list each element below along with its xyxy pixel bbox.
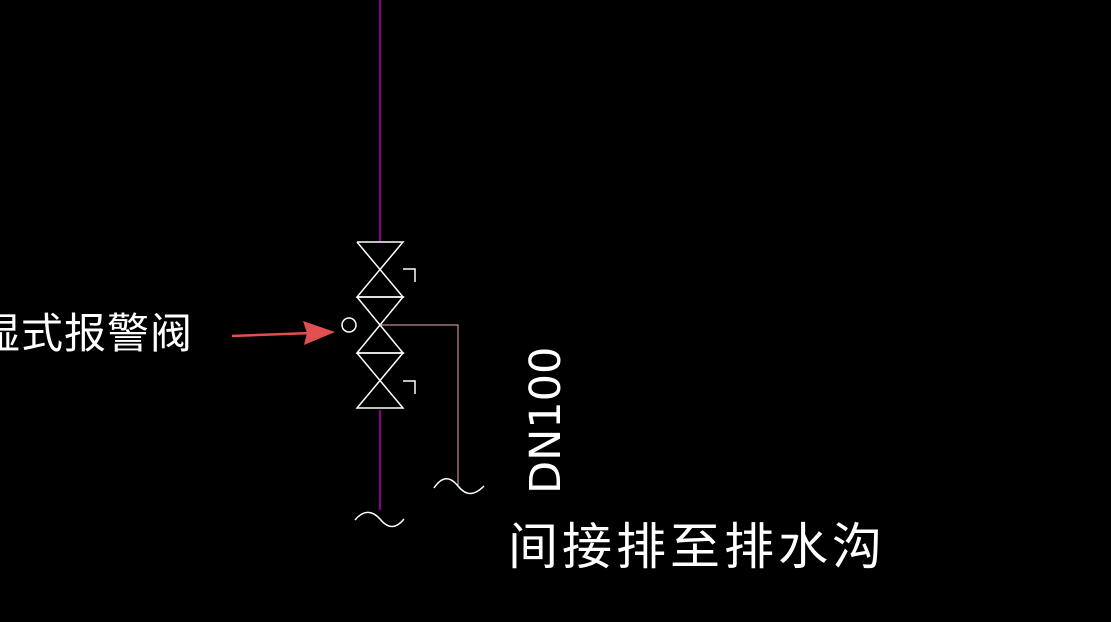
drain-note-label: 间接排至排水沟 [508, 518, 886, 576]
riser-break-wave-icon [354, 511, 405, 528]
drain-break-wave-icon [433, 478, 485, 495]
pipe-size-label: DN100 [521, 347, 571, 494]
upper-gate-valve-symbol [355, 241, 416, 298]
lower-gate-valve-symbol [355, 352, 416, 409]
pointer-arrow-icon [231, 321, 335, 345]
drain-branch-pipe [380, 324, 459, 485]
alarm-port-circle-icon [341, 317, 357, 333]
valve-label: 湿式报警阀 [0, 309, 193, 358]
